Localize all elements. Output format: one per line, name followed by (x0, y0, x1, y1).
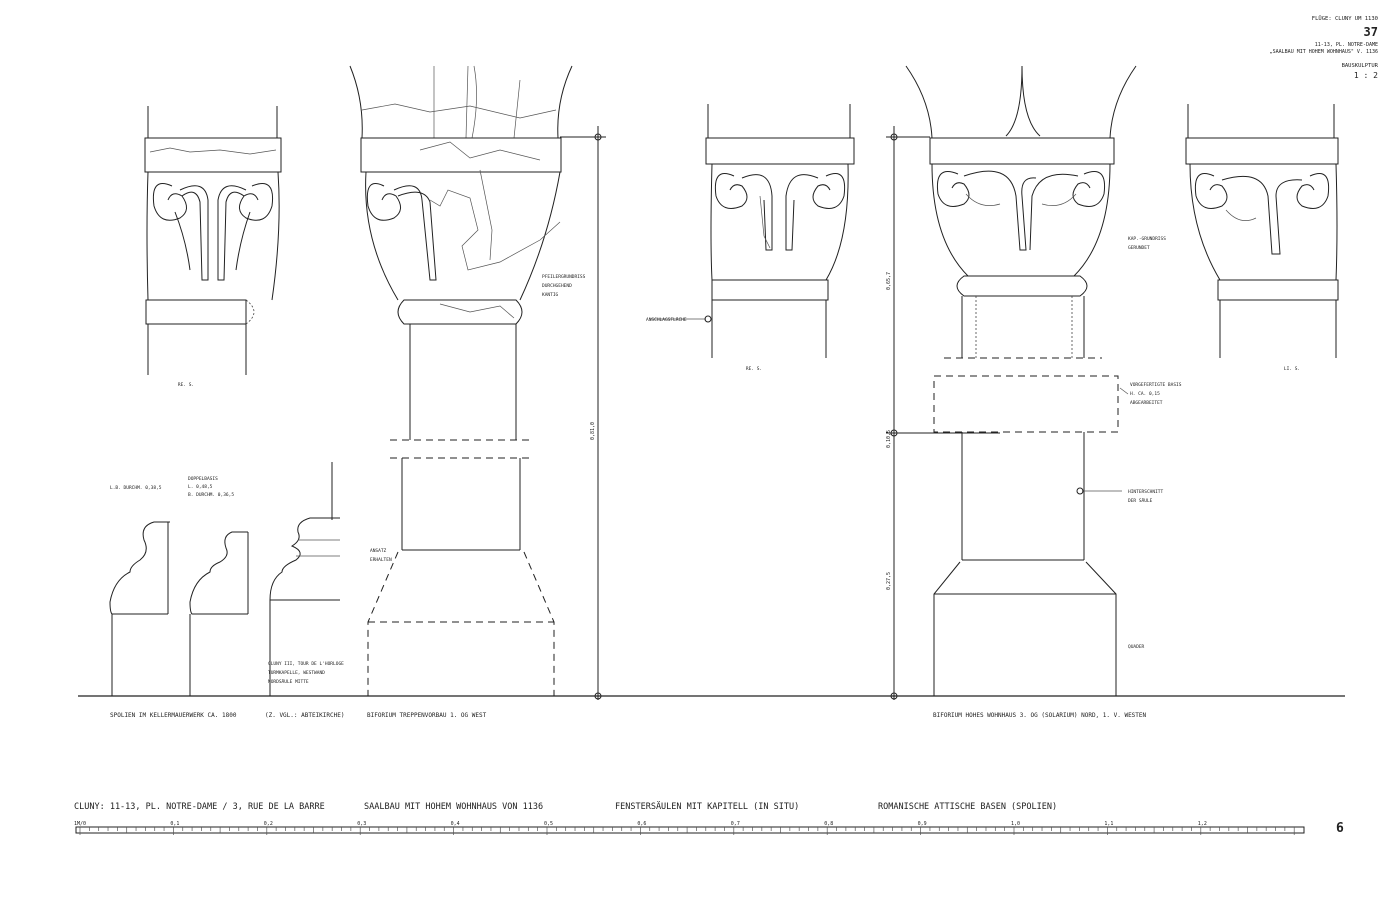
label-anschlag: ANSCHLAGSFLÄCHE (646, 316, 687, 323)
label-kap-2: GERUNDET (1128, 245, 1150, 251)
footer-titles: CLUNY: 11-13, PL. NOTRE-DAME / 3, RUE DE… (74, 801, 1344, 836)
capital-re-s-left: RE. S. (144, 106, 282, 388)
scale-tick-label: 0,7 (731, 821, 740, 827)
scale-tick-label: 0,8 (824, 821, 833, 827)
label-vorgef-1: VORGEFERTIGTE BASIS (1130, 382, 1182, 388)
label-doppel-2: L. 0,48,5 (188, 484, 213, 490)
scale-tick-label: 0,9 (918, 821, 927, 827)
scale-bar: 1M/0 0,1 0,2 0,3 0,4 0,5 0,6 0,7 0,8 0,9 1,0 1,1 1,… (74, 821, 1305, 835)
label-doppel-3: B. DURCHM. 0,36,5 (188, 492, 234, 498)
footer-mark: 6 (1336, 821, 1344, 836)
dimension-right-value-2: 0,10,5 (886, 430, 892, 448)
header-scale: 1 : 2 (1354, 71, 1378, 80)
label-pfeiler-3: KANTIG (542, 292, 559, 298)
label-cluny-3: NORDSÄULE MITTE (268, 678, 309, 685)
header-subtitle-1: 11-13, PL. NOTRE-DAME (1315, 42, 1378, 48)
plate-header: FLÜGE: CLUNY UM 1130 37 11-13, PL. NOTRE… (1270, 15, 1379, 80)
caption-spolien: SPOLIEN IM KELLERMAUERWERK CA. 1800 (110, 712, 237, 719)
capital-li-s-right: LI. S. (1185, 104, 1339, 372)
scale-tick-label: 0,5 (544, 821, 553, 827)
scale-unit-label: 1M/0 (74, 821, 86, 827)
label-pfeiler-1: PFEILERGRUNDRISS (542, 274, 586, 280)
scale-tick-label: 0,6 (637, 821, 646, 827)
scale-tick-label: 0,3 (357, 821, 366, 827)
caption-biforium-treppe: BIFORIUM TREPPENVORBAU 1. OG WEST (367, 712, 487, 719)
header-source: FLÜGE: CLUNY UM 1130 (1312, 15, 1378, 22)
label-vorgef-2: H. CA. 0,15 (1130, 391, 1160, 397)
dimension-right: 0,65,7 0,10,5 0,27,5 (886, 126, 1000, 700)
label-re-s-mid: RE. S. (746, 366, 762, 372)
caption-biforium-hohes: BIFORIUM HOHES WOHNHAUS 3. OG (SOLARIUM)… (933, 712, 1147, 719)
header-subtitle-2: „SAALBAU MIT HOHEM WOHNHAUS" V. 1136 (1270, 49, 1378, 55)
dimension-right-value-1: 0,65,7 (886, 272, 892, 290)
footer-title-1: CLUNY: 11-13, PL. NOTRE-DAME / 3, RUE DE… (74, 802, 325, 812)
label-hinter-1: HINTERSCHNITT (1128, 489, 1164, 495)
scale-tick-label: 0,1 (170, 821, 179, 827)
scale-tick-label: 1,1 (1104, 821, 1113, 827)
label-kap-1: KAP.-GRUNDRISS (1128, 236, 1166, 242)
captions: SPOLIEN IM KELLERMAUERWERK CA. 1800 (Z. … (110, 712, 1147, 719)
plate-number: 37 (1364, 25, 1378, 39)
label-lb-durchm: L.B. DURCHM. 0,38,5 (110, 485, 162, 491)
footer-title-4: ROMANISCHE ATTISCHE BASEN (SPOLIEN) (878, 802, 1057, 812)
label-pfeiler-2: DURCHGEHEND (542, 283, 572, 289)
capital-treppenvorbau: PFEILERGRUNDRISS DURCHGEHEND KANTIG ANSA… (349, 65, 586, 696)
scale-tick-label: 0,4 (451, 821, 460, 827)
label-li-s-right: LI. S. (1284, 366, 1300, 372)
footer-title-2: SAALBAU MIT HOHEM WOHNHAUS VON 1136 (364, 802, 543, 812)
attic-bases: L.B. DURCHM. 0,38,5 DOPPELBASIS L. 0,48,… (109, 462, 344, 696)
dimension-left-value: 0,81,0 (590, 422, 596, 440)
label-vorgef-3: ABGEARBEITET (1130, 400, 1163, 406)
capital-hohes-wohnhaus: KAP.-GRUNDRISS GERUNDET VORGEFERTIGTE BA… (905, 65, 1182, 696)
capital-re-s-mid: ANSCHLAGSFLÄCHE RE. S. (646, 104, 855, 372)
label-quader: QUADER (1128, 644, 1145, 650)
label-cluny-2: TURMKAPELLE, WESTWAND (268, 670, 325, 676)
header-category: BAUSKULPTUR (1342, 63, 1379, 69)
label-cluny-1: CLUNY III, TOUR DE L'HORLOGE (268, 661, 344, 667)
caption-vgl: (Z. VGL.: ABTEIKIRCHE) (265, 712, 344, 719)
label-re-s-left: RE. S. (178, 382, 194, 388)
scale-tick-label: 1,0 (1011, 821, 1020, 827)
scale-tick-label: 0,2 (264, 821, 273, 827)
label-ansatz-1: ANSATZ (370, 548, 387, 554)
label-doppel-1: DOPPELBASIS (188, 476, 218, 482)
scale-tick-label: 1,2 (1198, 821, 1207, 827)
label-ansatz-2: ERHALTEN (370, 557, 392, 563)
label-hinter-2: DER SÄULE (1128, 497, 1153, 504)
dimension-right-value-3: 0,27,5 (886, 572, 892, 590)
footer-title-3: FENSTERSÄULEN MIT KAPITELL (IN SITU) (615, 801, 799, 812)
dimension-left: 0,81,0 (560, 126, 606, 700)
